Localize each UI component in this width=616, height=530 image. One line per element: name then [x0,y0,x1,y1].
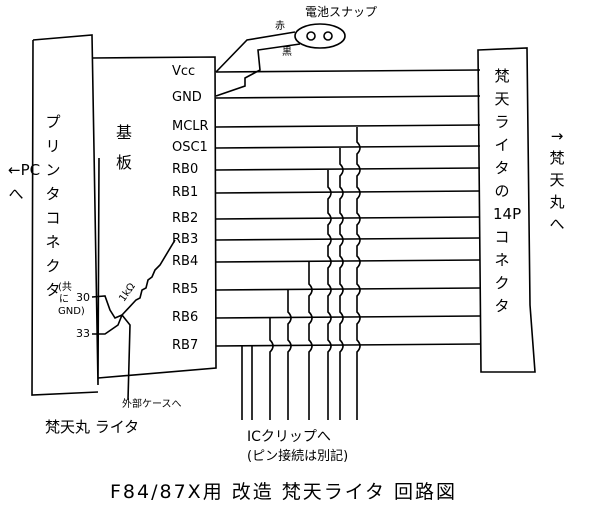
battery-black-wire [215,43,301,97]
wire-rb2 [215,216,481,220]
pin-note-label: (ピン接続は別記) [247,449,349,464]
battery-snap-label: 電池スナップ [305,5,378,19]
wire-rb1 [215,190,481,194]
pin-label-rb4: RB4 [172,254,199,269]
to-pc-label: ←PCへ [8,161,41,203]
resistor-1k [121,239,176,316]
ic-clip-label: ICクリップへ [247,429,331,445]
pin-label-rb3: RB3 [172,232,199,247]
wire-gnd [215,95,481,99]
pin-label-vcc: Vcc [172,64,196,79]
pin-30-label: 30 [76,291,90,304]
to-case-label: 外部ケースへ [122,399,182,410]
ic-clip-wire [287,290,292,420]
writer-name-label: 梵天丸 ライタ [45,418,140,436]
to-bontenmaru-label: →梵天丸へ [549,127,565,233]
wire-rb6 [215,315,481,319]
black-wire-label: 黒 [282,47,292,58]
wire-rb7 [215,343,481,347]
board-outline [91,56,217,379]
pin-label-rb7: RB7 [172,338,199,353]
wire-osc1 [215,145,481,149]
wire-vcc [215,69,481,73]
pin-label-rb2: RB2 [172,211,199,226]
board-label: 基板 [115,123,132,172]
wire-rb0 [215,167,481,171]
gnd-wires [91,295,131,401]
pin-label-gnd: GND [172,90,202,105]
pin-label-rb0: RB0 [172,162,199,177]
pin-33-label: 33 [76,327,90,340]
pin-label-rb1: RB1 [172,185,199,200]
diagram-title: F84/87X用 改造 梵天ライタ 回路図 [110,481,458,503]
wire-rb3 [215,237,481,241]
ic-clip-wire [327,170,332,420]
pin-label-rb6: RB6 [172,310,199,325]
ic-clip-wire [356,127,361,420]
pin-label-mclr: MCLR [172,119,209,134]
pin-label-rb5: RB5 [172,282,199,297]
both-gnd-label: (共にGND) [58,282,85,317]
printer-connector-outline [31,34,100,396]
printer-connector-label: プリンタコネクタ [45,113,61,299]
ic-clip-wire [339,148,344,420]
wire-mclr [215,124,481,128]
wire-rb5 [215,287,481,291]
battery-red-wire [215,31,296,73]
pin-label-osc1: OSC1 [172,140,208,155]
battery-snap-icon [294,23,346,49]
ic-clip-wire [308,262,313,420]
right-connector-label: 梵天ライタの14Pコネクタ [493,67,522,315]
wire-rb4 [215,259,481,263]
ic-clip-wire [269,318,274,420]
red-wire-label: 赤 [275,21,285,32]
right-connector-outline [477,47,536,373]
